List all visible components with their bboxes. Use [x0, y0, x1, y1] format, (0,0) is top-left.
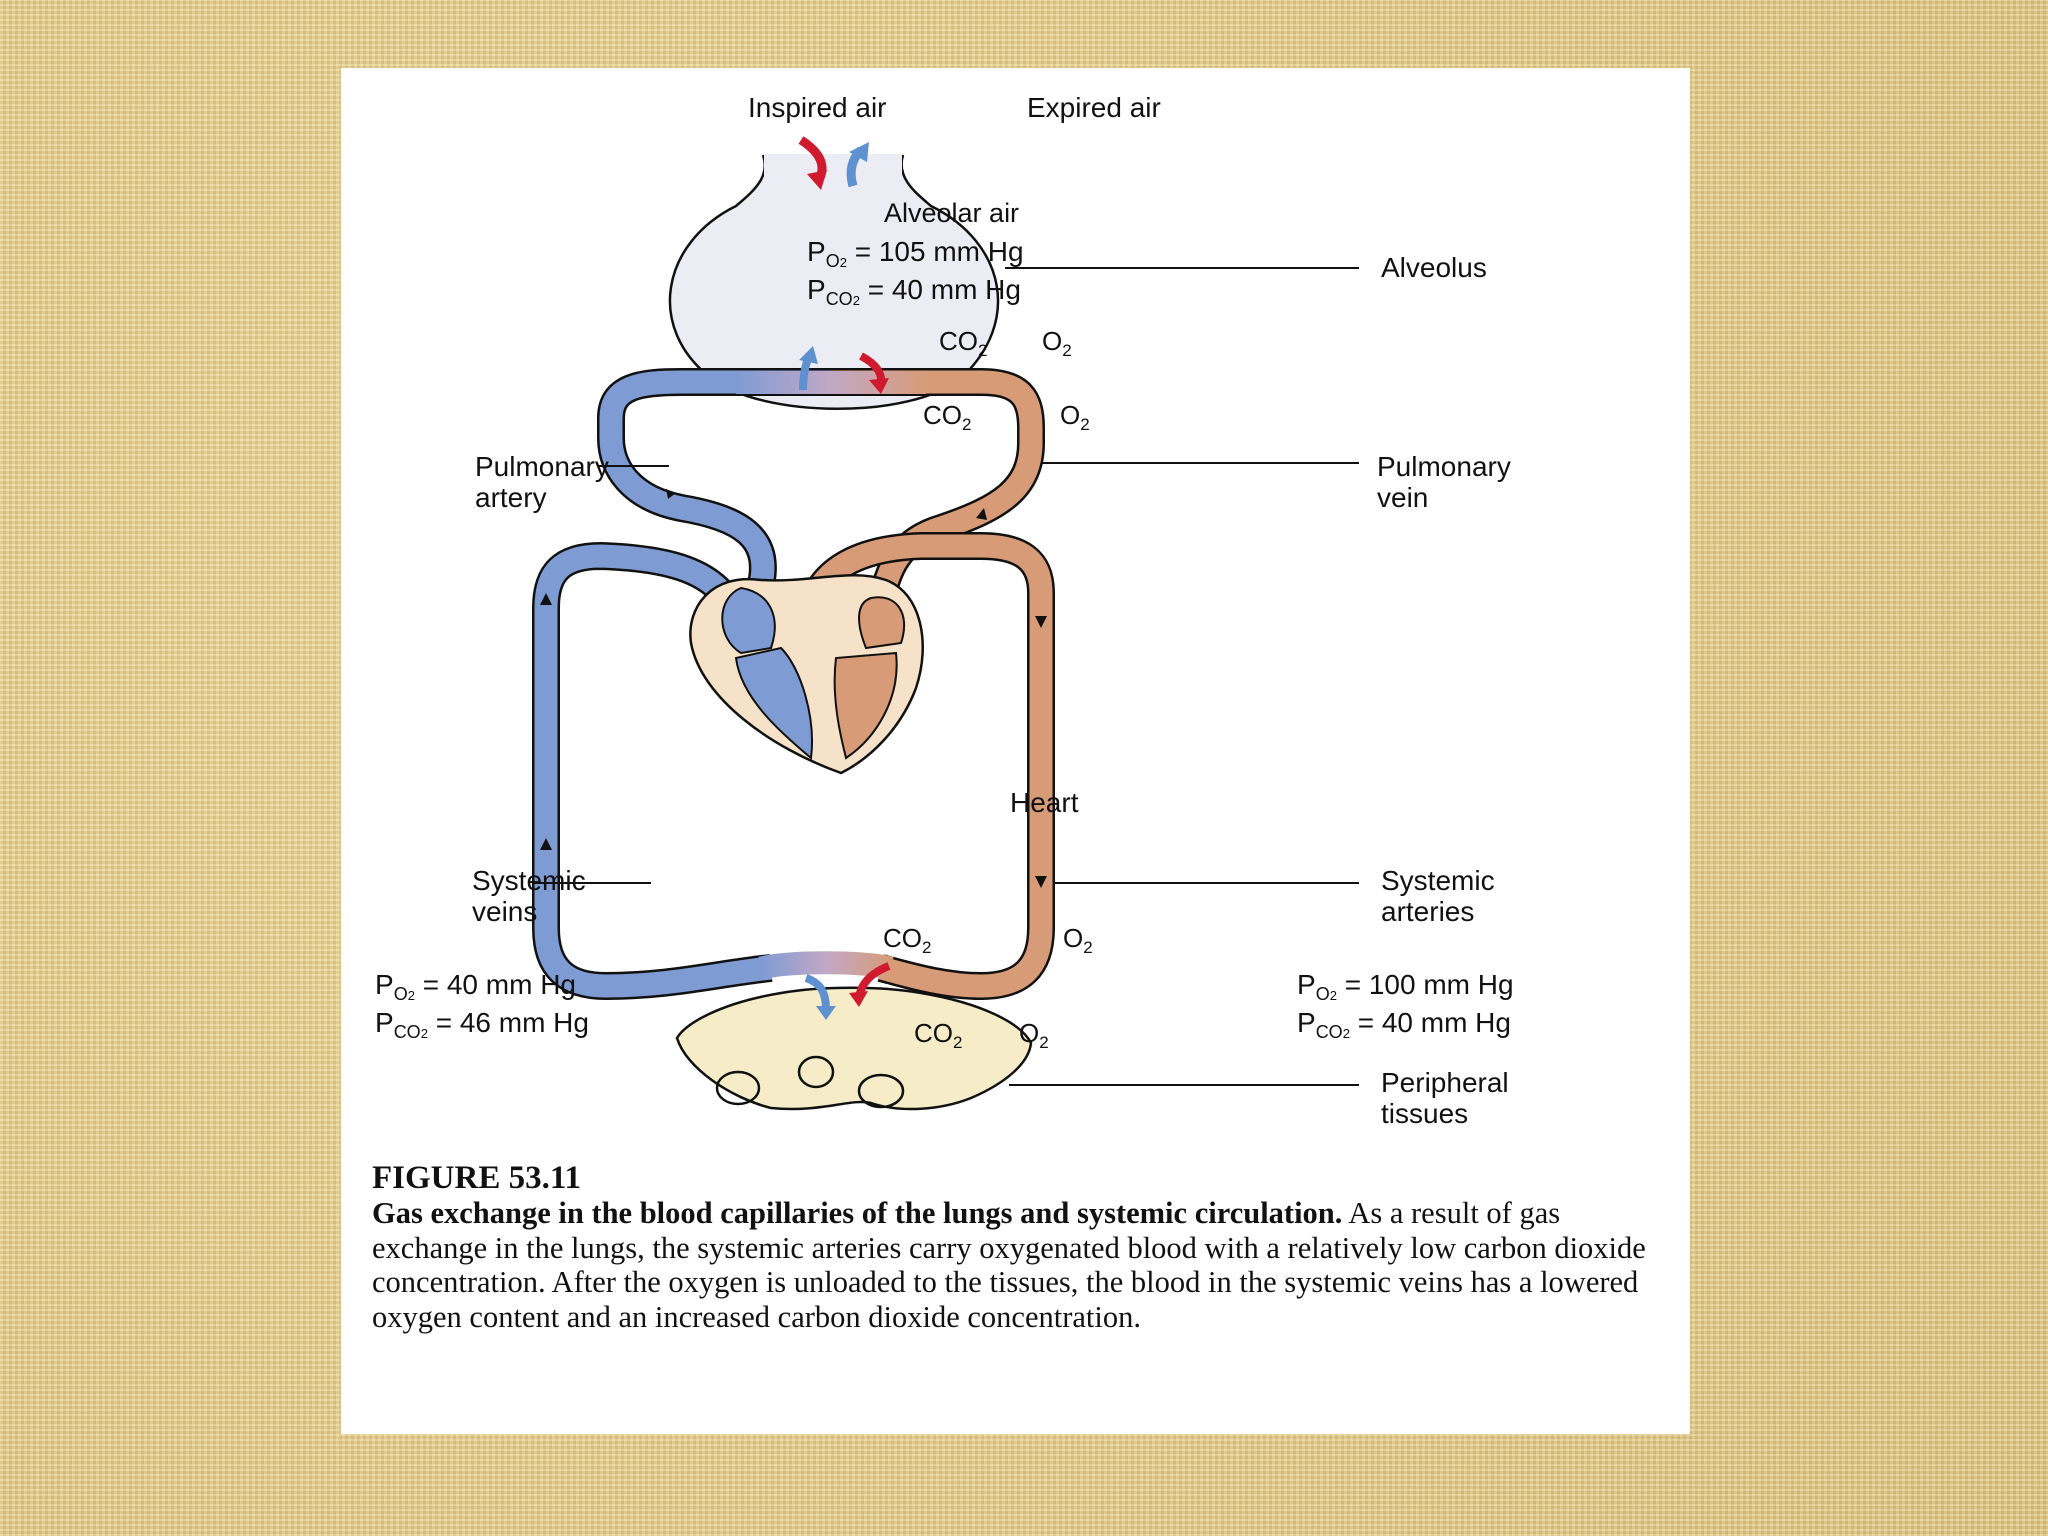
gas-symbol: O [1019, 1018, 1040, 1048]
pressure-subscript: O [825, 251, 840, 271]
pressure-symbol: P [1297, 1007, 1316, 1038]
caption-title: Gas exchange in the blood capillaries of… [372, 1196, 1343, 1230]
pressure-subscript: O [393, 984, 408, 1004]
pressure-symbol: P [375, 1007, 394, 1038]
alveolus-co2-label: CO2 [939, 326, 987, 361]
gas-symbol: CO [883, 923, 922, 953]
tissue-co2-label: CO2 [914, 1018, 962, 1053]
alveolar-air-label: Alveolar air [884, 198, 1020, 228]
systemic-arteries-label: Systemic arteries [1381, 865, 1495, 927]
gas-symbol: CO [923, 400, 962, 430]
tissue-o2-label: O2 [1019, 1018, 1049, 1053]
capillary-co2-label: CO2 [923, 400, 971, 435]
systemic-co2-label: CO2 [883, 923, 931, 958]
arterial-po2-readout: PO2 = 100 mm Hg [1297, 966, 1514, 1015]
caption-text: As a result of gas exchange in the lungs… [372, 1196, 1646, 1334]
inspired-air-label: Inspired air [748, 92, 887, 123]
subscript-2: 2 [1329, 988, 1337, 1003]
alveolus-sac [668, 154, 1000, 410]
subscript-2: 2 [839, 255, 847, 270]
pressure-subscript: O [1315, 984, 1330, 1004]
gas-symbol: O [1060, 400, 1081, 430]
figure-panel: Inspired air Expired air Alveolar air PO… [341, 68, 1690, 1434]
peripheral-tissues-shape [675, 986, 1033, 1111]
circulation-diagram [532, 136, 1359, 1111]
peripheral-tissues-label: Peripheral tissues [1381, 1067, 1509, 1129]
gas-symbol: CO [914, 1018, 953, 1048]
leader-lines [532, 267, 1359, 1086]
systemic-o2-label: O2 [1063, 923, 1093, 958]
venous-pco2-readout: PCO2 = 46 mm Hg [375, 1004, 589, 1053]
gas-symbol: O [1063, 923, 1084, 953]
alveolar-pco2-value: = 40 mm Hg [867, 274, 1021, 305]
venous-po2-value: = 40 mm Hg [422, 969, 576, 1000]
subscript-2: 2 [420, 1026, 428, 1041]
subscript-2: 2 [852, 293, 860, 308]
alveolar-po2-value: = 105 mm Hg [854, 236, 1024, 267]
figure-number: FIGURE 53.11 [372, 1160, 582, 1196]
gas-symbol: CO [939, 326, 978, 356]
pressure-subscript: CO [393, 1022, 421, 1042]
pressure-symbol: P [807, 274, 826, 305]
venous-po2-readout: PO2 = 40 mm Hg [375, 966, 576, 1015]
alveolus-label: Alveolus [1381, 252, 1487, 283]
flow-arrows [540, 489, 1047, 888]
alveolar-pco2-readout: PCO2 = 40 mm Hg [807, 271, 1021, 320]
pressure-subscript: CO [1315, 1022, 1343, 1042]
pressure-subscript: CO [825, 289, 853, 309]
systemic-veins-label: Systemic veins [472, 865, 586, 927]
pulmonary-capillary [736, 371, 926, 394]
gas-subscript: 2 [922, 938, 932, 957]
alveolar-po2-readout: PO2 = 105 mm Hg [807, 233, 1024, 282]
alveolus-o2-label: O2 [1042, 326, 1072, 361]
gas-subscript: 2 [953, 1033, 963, 1052]
pressure-symbol: P [807, 236, 826, 267]
heart-illustration [689, 574, 924, 775]
pressure-symbol: P [1297, 969, 1316, 1000]
gas-subscript: 2 [1039, 1033, 1049, 1052]
subscript-2: 2 [1342, 1026, 1350, 1041]
caption-body: Gas exchange in the blood capillaries of… [372, 1196, 1662, 1334]
arterial-po2-value: = 100 mm Hg [1344, 969, 1514, 1000]
systemic-capillary [758, 951, 894, 980]
expired-air-label: Expired air [1027, 92, 1161, 123]
gas-subscript: 2 [1083, 938, 1093, 957]
co2-tissue-arrow [804, 974, 830, 1011]
arterial-pco2-readout: PCO2 = 40 mm Hg [1297, 1004, 1511, 1053]
heart-label: Heart [1010, 787, 1079, 818]
capillary-o2-label: O2 [1060, 400, 1090, 435]
subscript-2: 2 [407, 988, 415, 1003]
pulmonary-vein-label: Pulmonary vein [1377, 451, 1511, 513]
venous-pco2-value: = 46 mm Hg [435, 1007, 589, 1038]
gas-subscript: 2 [978, 341, 988, 360]
gas-subscript: 2 [1062, 341, 1072, 360]
figure-caption: FIGURE 53.11 Gas exchange in the blood c… [372, 1160, 1662, 1334]
arterial-pco2-value: = 40 mm Hg [1357, 1007, 1511, 1038]
gas-subscript: 2 [1080, 415, 1090, 434]
pulmonary-artery-label: Pulmonary artery [475, 451, 609, 513]
gas-subscript: 2 [962, 415, 972, 434]
gas-symbol: O [1042, 326, 1063, 356]
pressure-symbol: P [375, 969, 394, 1000]
